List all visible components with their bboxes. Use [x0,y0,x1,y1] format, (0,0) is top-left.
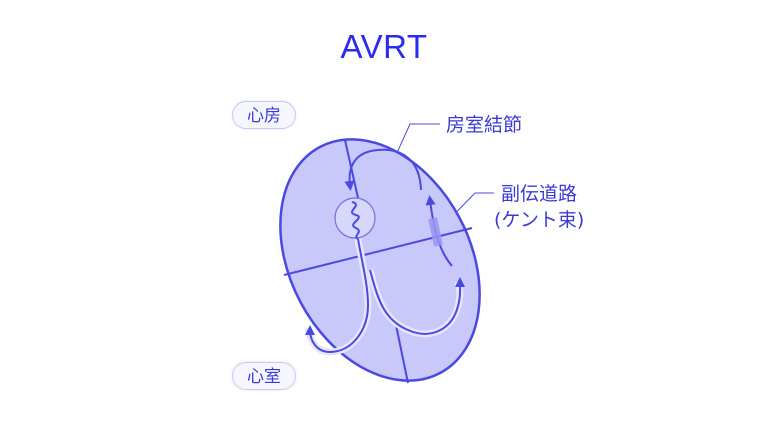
av-node-label: 房室結節 [446,114,523,136]
heart-ellipse [279,138,481,382]
ventricle-label: 心室 [232,362,296,390]
atrium-label-text: 心房 [247,106,281,126]
accessory-pathway-label: 副伝道路 [501,183,578,205]
kent-bundle-label: (ケント束) [494,209,585,231]
av-node [334,197,376,240]
kent-bundle [428,217,443,247]
diagram-title: AVRT [340,28,428,65]
atrium-label: 心房 [232,101,296,129]
ventricle-label-text: 心室 [247,367,281,387]
